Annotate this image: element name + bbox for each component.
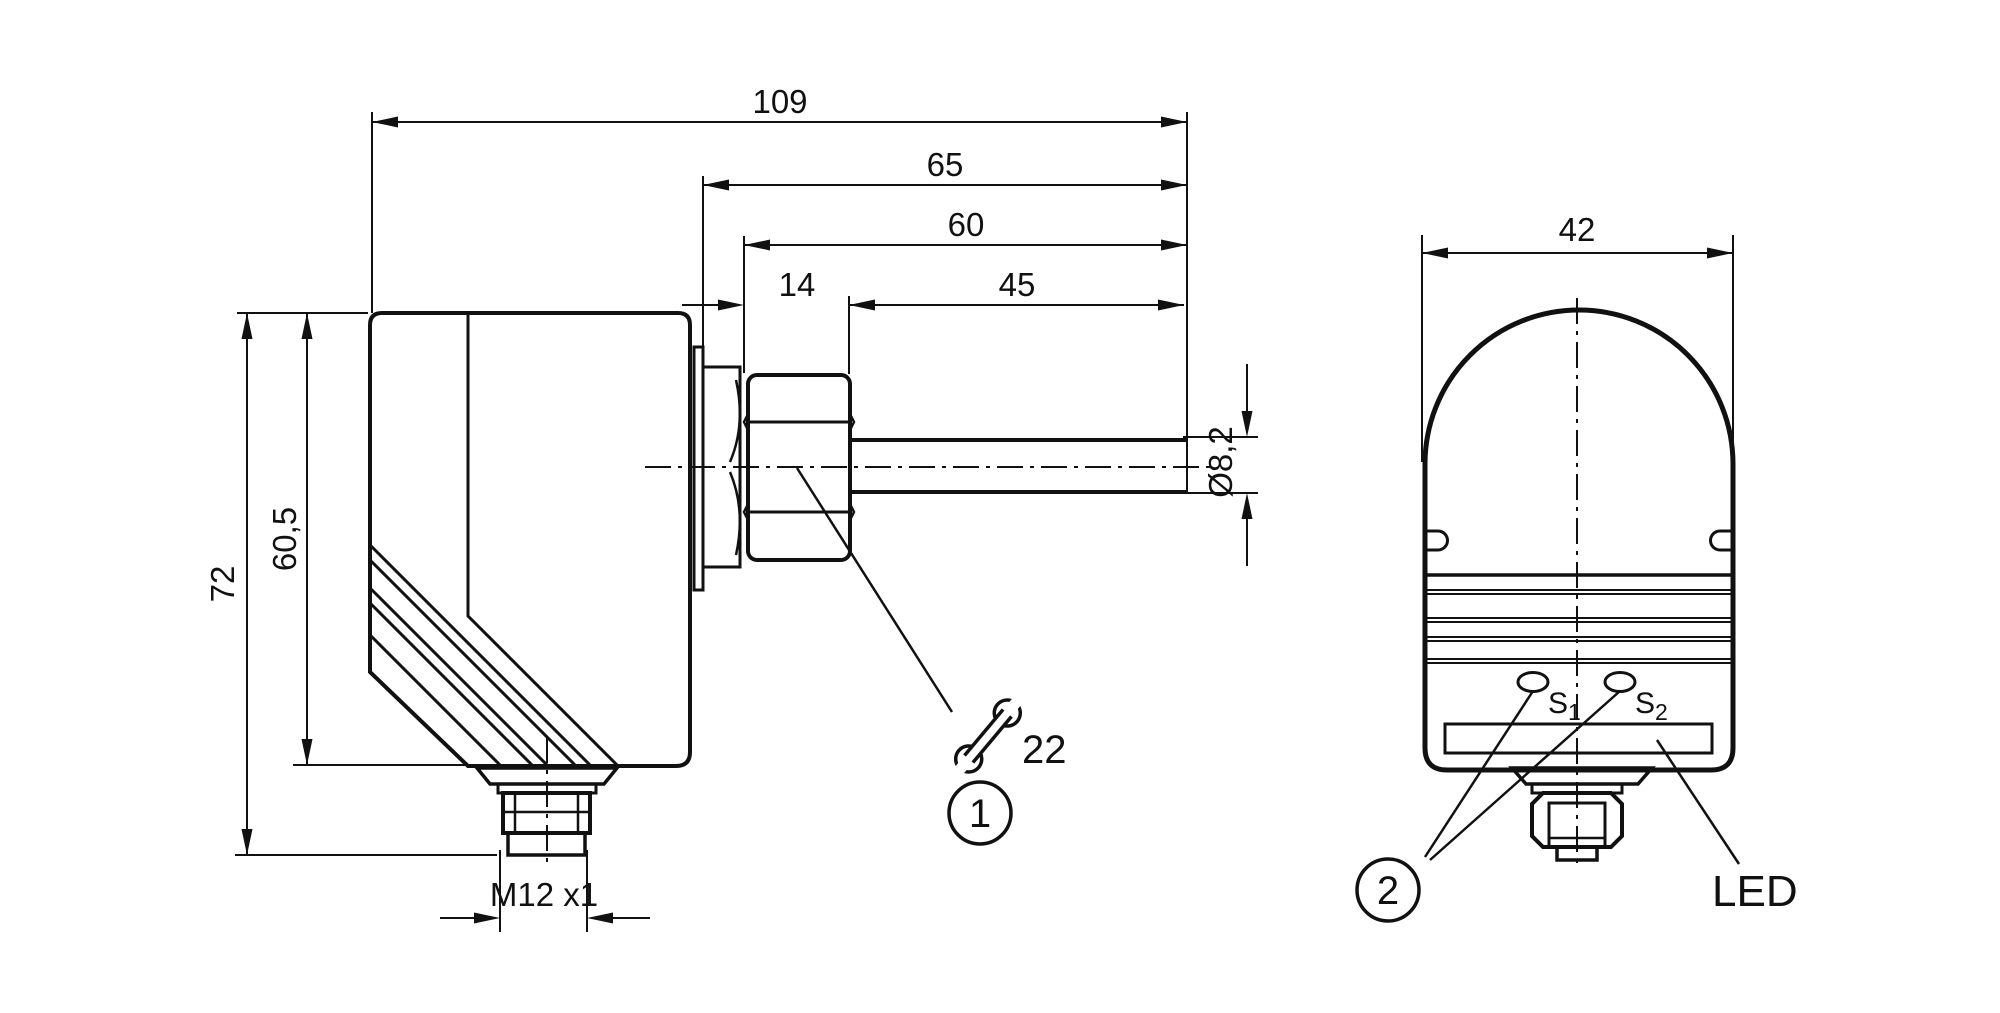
label-s1: S1 (1548, 687, 1581, 725)
callout-2-label: 2 (1377, 869, 1399, 913)
dim-connector-thread: M12 x1 (490, 876, 598, 913)
connector-knurl-lines (503, 793, 590, 833)
dim-width: 42 (1559, 211, 1596, 248)
callout-1-label: 1 (969, 792, 991, 836)
hex-nut-facets (748, 420, 850, 514)
hex-nut-corner-ticks (742, 413, 856, 521)
callout-2-circle (1355, 857, 1421, 923)
dimension-lines-side (246, 121, 1248, 919)
arrowheads-front (1422, 247, 1733, 259)
potentiometer-s2 (1603, 671, 1637, 693)
connector-flange (473, 766, 621, 786)
dim-overall-length: 109 (752, 83, 807, 120)
side-view: 22 1 (204, 83, 1258, 932)
potentiometer-s1 (1516, 671, 1550, 693)
label-s2: S2 (1635, 687, 1668, 725)
callout-2-leader-lines (1423, 690, 1621, 861)
connector-nut-front (1530, 791, 1624, 849)
m12-connector-side (473, 737, 621, 864)
arrowheads-side (241, 116, 1253, 924)
dim-nut-length: 14 (779, 266, 816, 303)
dim-total-height: 72 (204, 566, 241, 603)
extension-lines-front (1421, 235, 1734, 462)
dim-probe-diameter: Ø8,2 (1202, 426, 1239, 498)
front-body-outline (1422, 307, 1736, 773)
housing-outline (368, 311, 692, 768)
side-notch-right (1709, 529, 1733, 552)
dim-housing-height: 60,5 (266, 507, 303, 571)
side-notch-left (1425, 529, 1449, 552)
wrench-icon (949, 691, 1027, 781)
chamfer-hatch-lines (369, 544, 592, 767)
led-window (1443, 722, 1714, 755)
housing-inner-edge (466, 315, 619, 767)
front-view: S1 S2 2 LED 42 (1355, 211, 1798, 923)
extension-lines-side (235, 112, 1258, 932)
led-leader-line (1655, 739, 1741, 865)
probe-tube (850, 438, 1187, 494)
connector-tip (1555, 845, 1599, 862)
wrench-leader-line (795, 467, 954, 713)
led-label: LED (1712, 867, 1798, 916)
dim-to-nut: 60 (948, 206, 985, 243)
m12-connector-front (1508, 766, 1656, 862)
wrench-size-label: 22 (1022, 728, 1067, 772)
label-band-lines (1427, 573, 1731, 664)
dim-to-flange: 65 (927, 146, 964, 183)
callout-1-circle (947, 780, 1013, 846)
washer-profile-arcs (728, 379, 742, 556)
dim-probe-length: 45 (999, 266, 1036, 303)
